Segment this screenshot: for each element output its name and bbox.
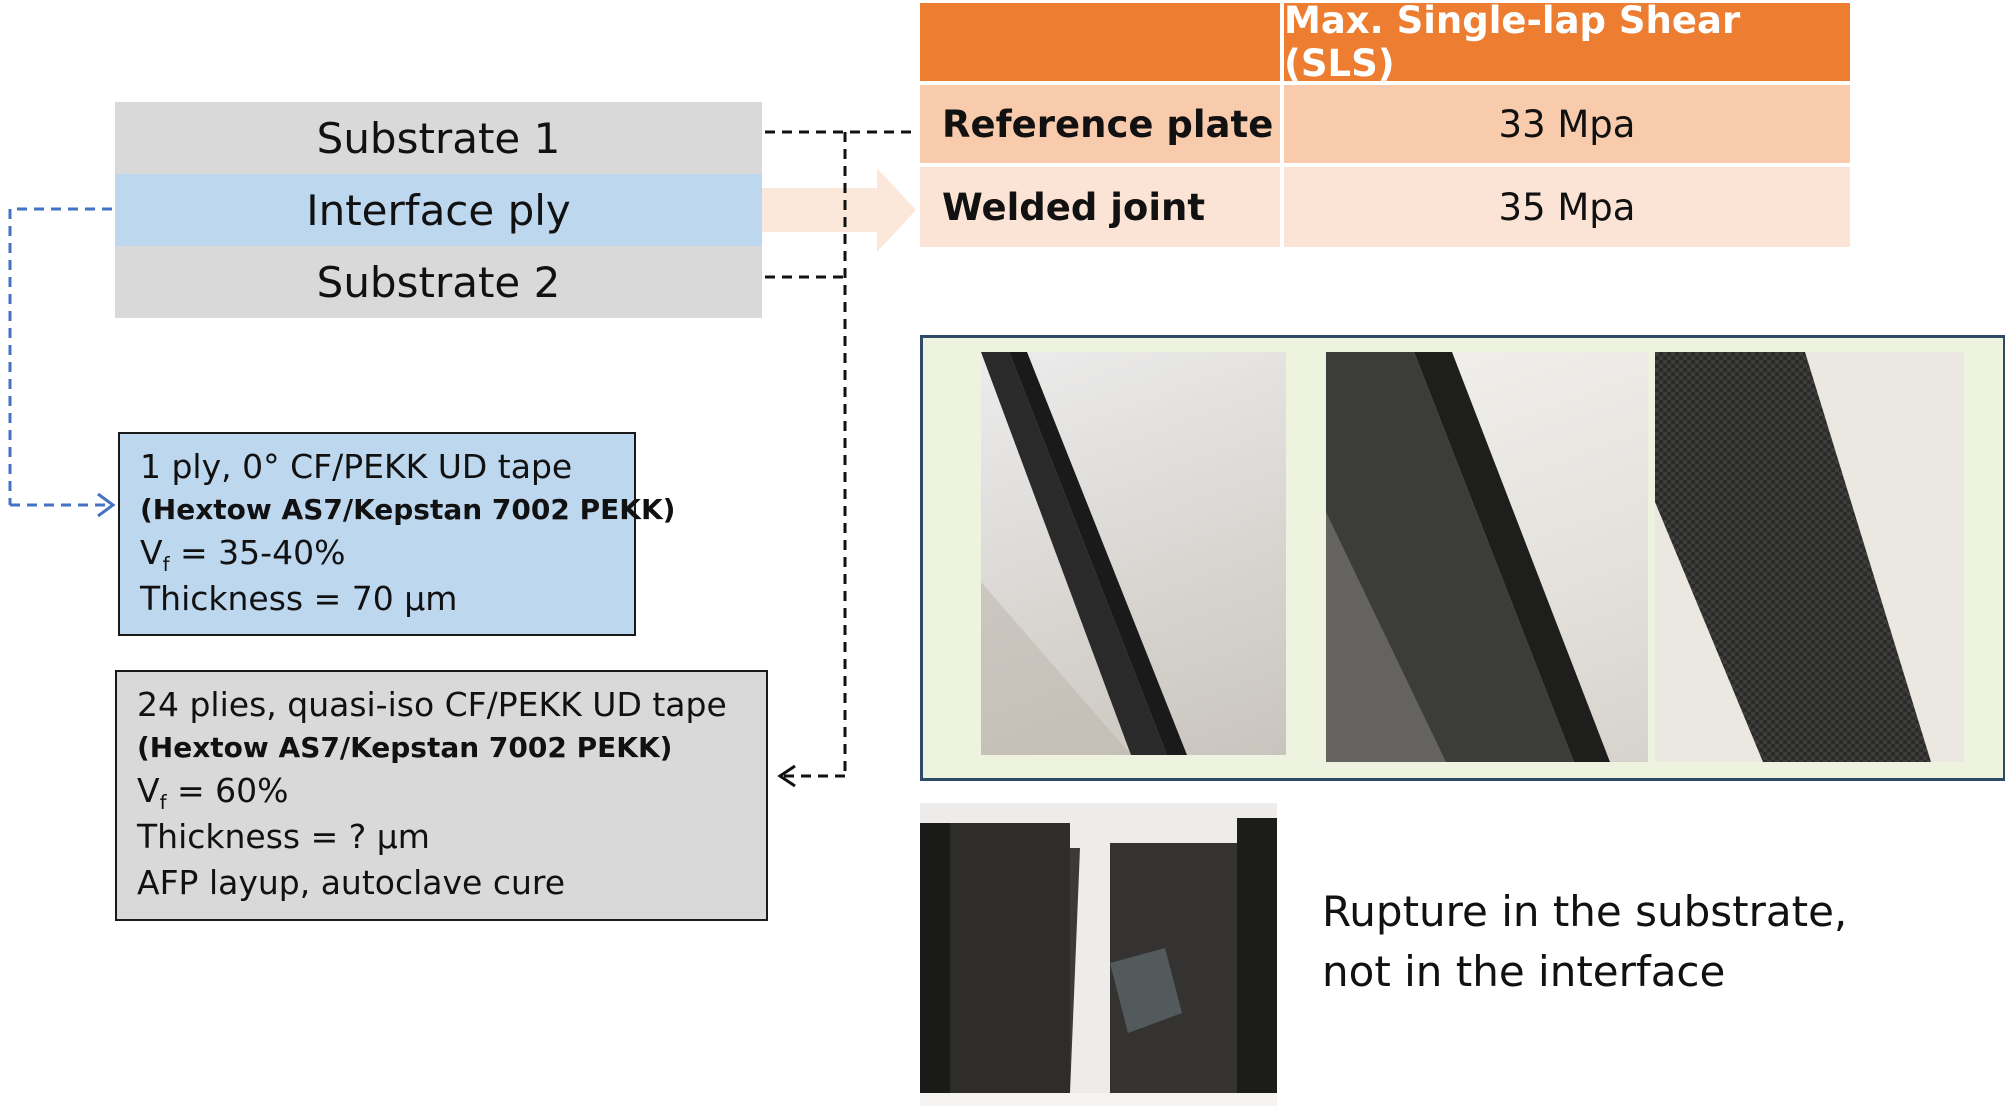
substrate-line1: 24 plies, quasi-iso CF/PEKK UD tape xyxy=(137,685,727,724)
rupture-caption: Rupture in the substrate, not in the int… xyxy=(1322,882,1982,1002)
layer-interface-ply: Interface ply xyxy=(115,174,762,246)
substrate-process: AFP layup, autoclave cure xyxy=(137,863,566,902)
table-row-welded-value: 35 Mpa xyxy=(1284,167,1850,247)
rupture-caption-line2: not in the interface xyxy=(1322,947,1726,996)
ruptured-specimen-photo xyxy=(920,803,1277,1106)
substrate-info-box: 24 plies, quasi-iso CF/PEKK UD tape (Hex… xyxy=(115,670,768,921)
specimen-photo-3 xyxy=(1655,352,1964,762)
rupture-caption-line1: Rupture in the substrate, xyxy=(1322,887,1848,936)
specimen-photo-2 xyxy=(1326,352,1648,762)
result-arrow xyxy=(762,168,916,252)
substrate-fiber-volume: Vf = 60% xyxy=(137,771,289,814)
interface-ply-material: (Hextow AS7/Kepstan 7002 PEKK) xyxy=(140,493,676,526)
substrate-thickness: Thickness = ? µm xyxy=(137,817,430,856)
substrate-material: (Hextow AS7/Kepstan 7002 PEKK) xyxy=(137,731,673,764)
table-row-welded-label: Welded joint xyxy=(920,167,1280,247)
layer-substrate-2-label: Substrate 2 xyxy=(316,257,561,307)
layer-interface-ply-label: Interface ply xyxy=(306,185,571,235)
table-header-blank xyxy=(920,3,1280,81)
results-table: Max. Single-lap Shear (SLS) Reference pl… xyxy=(920,0,1850,247)
table-row-reference-value: 33 Mpa xyxy=(1284,85,1850,163)
interface-ply-line1: 1 ply, 0° CF/PEKK UD tape xyxy=(140,447,573,486)
interface-ply-fiber-volume: Vf = 35-40% xyxy=(140,533,346,576)
layer-substrate-2: Substrate 2 xyxy=(115,246,762,318)
table-row-reference-label: Reference plate xyxy=(920,85,1280,163)
table-header-sls: Max. Single-lap Shear (SLS) xyxy=(1284,0,1850,85)
specimen-photo-1 xyxy=(981,352,1286,755)
layer-substrate-1-label: Substrate 1 xyxy=(316,113,561,163)
specimen-photo-panel xyxy=(920,335,2005,781)
interface-ply-thickness: Thickness = 70 µm xyxy=(140,579,458,618)
interface-ply-info-box: 1 ply, 0° CF/PEKK UD tape (Hextow AS7/Ke… xyxy=(118,432,676,636)
layer-substrate-1: Substrate 1 xyxy=(115,102,762,174)
